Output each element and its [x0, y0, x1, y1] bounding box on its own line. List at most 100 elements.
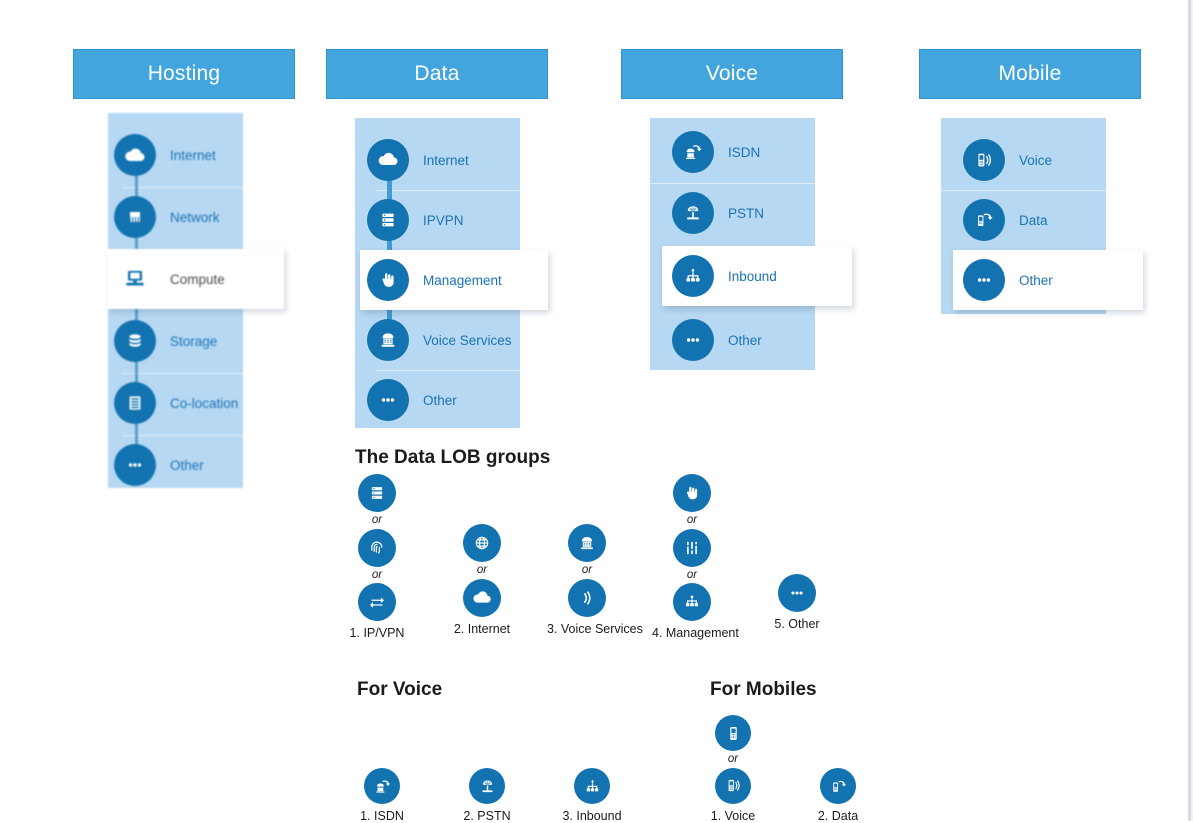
or-label: or	[581, 564, 593, 576]
or-label: or	[727, 753, 739, 765]
group-inbound: 3. Inbound	[552, 768, 632, 823]
list-item[interactable]: Other	[367, 370, 542, 430]
group-pstn: 2. PSTN	[447, 768, 527, 823]
network-jack-icon	[114, 196, 156, 238]
cloud-icon	[114, 134, 156, 176]
ellipsis-icon	[672, 319, 714, 361]
inbound-tree-icon	[574, 768, 610, 804]
list-item[interactable]: Internet	[367, 130, 542, 190]
cloud-icon	[367, 139, 409, 181]
list-item-label: ISDN	[728, 144, 761, 160]
column-header-label: Voice	[705, 62, 759, 85]
list-item[interactable]: Compute	[108, 249, 284, 309]
inbound-tree-icon	[672, 255, 714, 297]
column-header-label: Hosting	[147, 62, 221, 85]
desktop-icon	[114, 258, 156, 300]
section-title-for-voice: For Voice	[357, 679, 443, 700]
list-item-label: Co-location	[170, 395, 239, 411]
panel-hosting: Internet Network Compute Storage Co-loca…	[108, 113, 284, 488]
ellipsis-icon	[367, 379, 409, 421]
row-separator	[122, 373, 284, 374]
group-mobile-data: 2. Data	[798, 768, 878, 823]
or-label: or	[476, 564, 488, 576]
section-title-for-mobiles: For Mobiles	[710, 679, 817, 700]
list-item-label: Voice Services	[423, 332, 512, 348]
list-item[interactable]: Co-location	[114, 373, 284, 433]
cloud-icon	[463, 578, 501, 617]
list-item-label: Data	[1019, 212, 1048, 228]
server-icon	[367, 199, 409, 241]
hand-pointer-icon	[367, 259, 409, 301]
connector-line	[387, 146, 392, 346]
row-separator	[941, 190, 1133, 191]
ellipsis-icon	[114, 444, 156, 486]
list-item-label: IPVPN	[423, 212, 464, 228]
panel-mobile: Voice Data Other	[941, 118, 1143, 314]
or-label: or	[371, 568, 383, 581]
list-item[interactable]: Internet	[114, 125, 284, 185]
database-icon	[114, 320, 156, 362]
list-item-label: Internet	[170, 147, 216, 163]
group-caption: 1. ISDN	[360, 809, 404, 823]
column-header-voice[interactable]: Voice	[621, 49, 843, 99]
row-separator	[122, 187, 284, 188]
group-caption: 2. Data	[817, 809, 859, 823]
group-caption: 5. Other	[774, 617, 820, 631]
column-header-mobile[interactable]: Mobile	[919, 49, 1141, 99]
group-caption: 2. Internet	[453, 621, 511, 636]
group-voice-services: or 3. Voice Services	[547, 524, 643, 636]
list-item-label: Other	[170, 457, 204, 473]
list-item-label: Internet	[423, 152, 469, 168]
group-caption: 3. Inbound	[562, 809, 622, 823]
ellipsis-icon	[963, 259, 1005, 301]
telephone-icon	[367, 319, 409, 361]
telephone-icon	[568, 524, 606, 562]
section-title-data-lob-groups: The Data LOB groups	[355, 447, 551, 468]
group-isdn: 1. ISDN	[342, 768, 422, 823]
list-item[interactable]: Voice Services	[367, 310, 542, 370]
list-item[interactable]: Storage	[114, 311, 284, 371]
server-icon	[358, 474, 396, 512]
column-header-data[interactable]: Data	[326, 49, 548, 99]
list-item[interactable]: Other	[114, 435, 284, 495]
list-item[interactable]: Other	[953, 250, 1143, 310]
or-label: or	[686, 514, 698, 526]
mobile-signal-icon	[715, 767, 751, 804]
page-right-edge	[1185, 0, 1193, 821]
list-item[interactable]: Inbound	[662, 246, 852, 306]
list-item-label: Voice	[1019, 152, 1053, 168]
exchange-arrows-icon	[358, 583, 396, 621]
panel-voice: ISDN PSTN Inbound Other	[650, 118, 852, 370]
mobile-signal-icon	[963, 139, 1005, 181]
list-item-label: Management	[423, 272, 502, 288]
row-separator	[375, 190, 542, 191]
group-caption: 3. Voice Services	[547, 621, 643, 636]
group-mobile-voice: or 1. Voice	[693, 715, 773, 823]
list-item[interactable]: Other	[672, 310, 842, 370]
hand-pointer-icon	[673, 474, 711, 512]
list-item[interactable]: Voice	[963, 130, 1133, 190]
list-item-label: Other	[423, 392, 457, 408]
group-caption: 1. IP/VPN	[349, 626, 405, 640]
phone-transfer-icon	[672, 131, 714, 173]
list-item-label: Storage	[170, 333, 218, 349]
list-item[interactable]: ISDN	[672, 122, 842, 182]
list-item-label: Other	[728, 332, 762, 348]
column-header-hosting[interactable]: Hosting	[73, 49, 295, 99]
row-separator	[650, 183, 842, 184]
list-item[interactable]: IPVPN	[367, 190, 542, 250]
telephone-pole-icon	[672, 192, 714, 234]
list-item[interactable]: PSTN	[650, 183, 842, 243]
list-item-label: Compute	[170, 271, 225, 287]
list-item[interactable]: Management	[360, 250, 548, 310]
group-caption: 4. Management	[652, 626, 739, 640]
list-item[interactable]: Network	[114, 187, 284, 247]
signal-waves-icon	[568, 578, 606, 617]
mobile-transfer-icon	[963, 199, 1005, 241]
globe-icon	[463, 524, 501, 562]
list-item-label: PSTN	[728, 205, 765, 221]
sliders-icon	[673, 528, 711, 567]
row-separator	[122, 435, 284, 436]
list-item-label: Network	[170, 209, 220, 225]
list-item[interactable]: Data	[941, 190, 1133, 250]
